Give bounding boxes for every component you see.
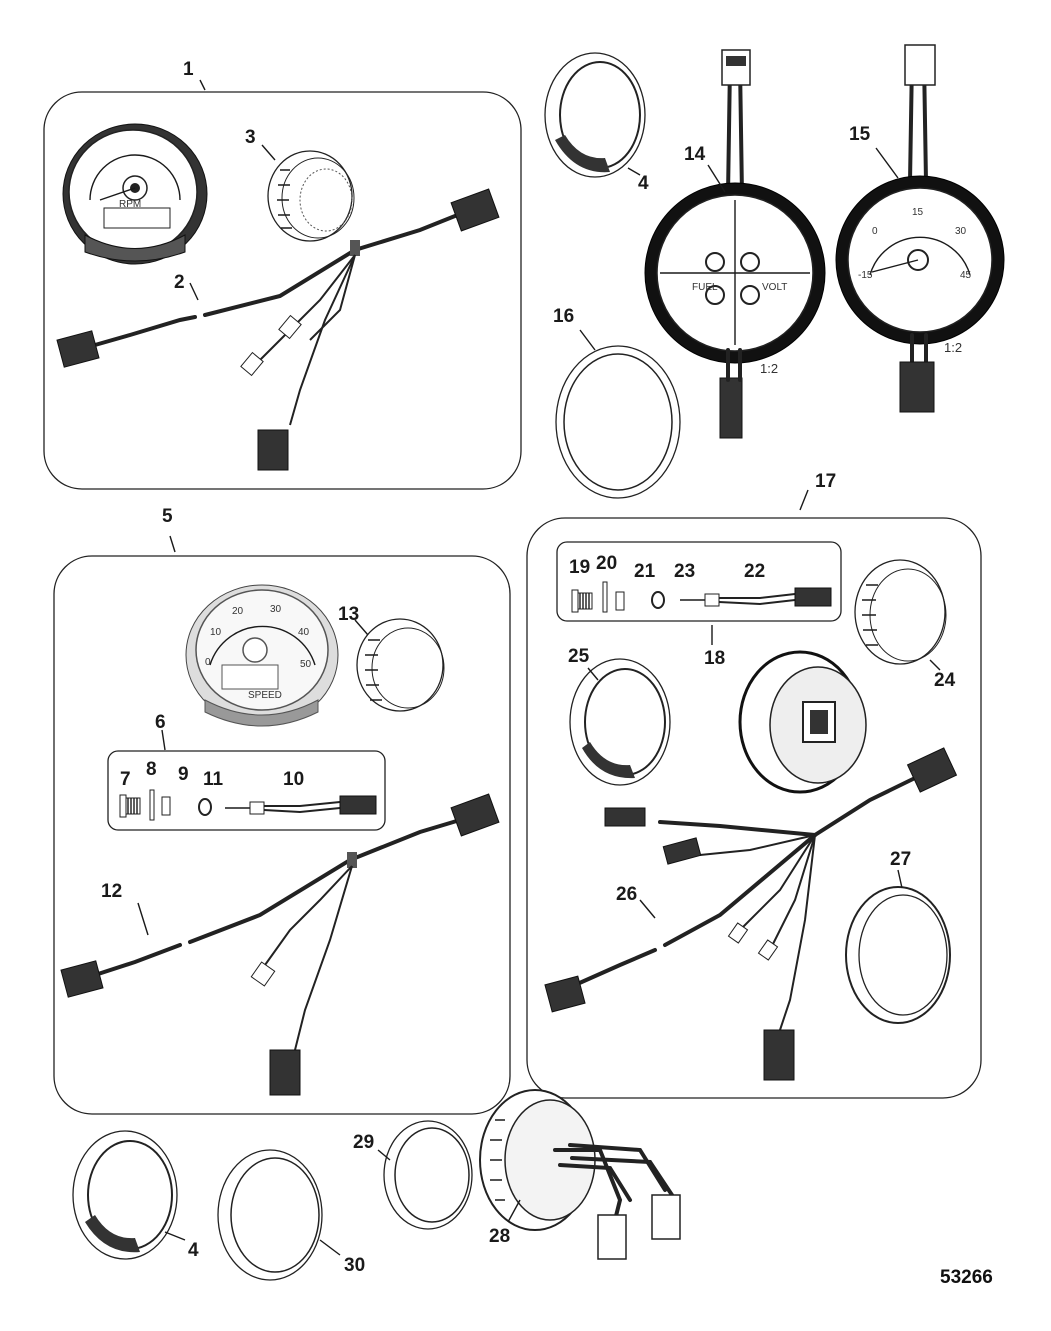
speed-tick-3: 30 <box>270 604 282 615</box>
callout-2: 2 <box>174 272 185 293</box>
wiring-harness-12 <box>60 793 500 1096</box>
g15-tick-3: 30 <box>955 226 967 237</box>
callout-25: 25 <box>568 646 590 667</box>
speed-label: SPEED <box>248 690 282 701</box>
nut-9 <box>161 796 171 816</box>
callout-18: 18 <box>704 648 725 669</box>
retaining-nut-24 <box>854 559 947 665</box>
callout-29: 29 <box>353 1132 374 1153</box>
group-17-kit: 17 18 19 20 21 23 22 24 <box>526 471 982 1099</box>
callout-4-top: 4 <box>638 173 649 194</box>
callout-21: 21 <box>634 561 656 582</box>
bezel-4-top <box>544 52 646 178</box>
speed-tick-2: 20 <box>232 606 244 617</box>
callout-16: 16 <box>553 306 574 327</box>
callout-14: 14 <box>684 144 706 165</box>
tach-rpm-label: RPM <box>119 199 141 210</box>
subkit-6-frame <box>107 750 386 831</box>
callout-27: 27 <box>890 849 911 870</box>
g15-tick-0: -15 <box>858 270 873 281</box>
wiring-harness-26 <box>544 747 958 1081</box>
callout-7: 7 <box>120 769 131 790</box>
callout-9: 9 <box>178 764 189 785</box>
wiring-harness-2 <box>56 188 500 471</box>
callout-15: 15 <box>849 124 871 145</box>
nut-21 <box>615 591 625 611</box>
callout-3: 3 <box>245 127 256 148</box>
callout-8: 8 <box>146 759 157 780</box>
washer-8 <box>149 789 155 821</box>
retaining-nut-3 <box>267 150 355 242</box>
group-1-kit: 1 RPM 3 <box>43 59 522 490</box>
group-17-frame <box>526 517 982 1099</box>
callout-26: 26 <box>616 884 637 905</box>
retaining-nut-13 <box>356 618 445 712</box>
callout-17: 17 <box>815 471 836 492</box>
group-5-frame <box>53 555 511 1115</box>
callout-30: 30 <box>344 1255 365 1276</box>
speed-tick-5: 50 <box>300 659 312 670</box>
trim-ring-16 <box>555 345 681 499</box>
callout-13: 13 <box>338 604 359 625</box>
callout-12: 12 <box>101 881 122 902</box>
tachometer-gauge: RPM <box>62 123 208 265</box>
gauge14-fuel-label: FUEL <box>692 282 718 293</box>
callout-5: 5 <box>162 506 173 527</box>
g15-tick-2: 15 <box>912 207 924 218</box>
gauge14-scale: 1:2 <box>760 361 778 376</box>
multi-gauge-14: FUEL VOLT 1:2 <box>644 49 826 439</box>
bezel-25 <box>569 658 671 786</box>
speed-tick-1: 10 <box>210 627 222 638</box>
speed-tick-4: 40 <box>298 627 310 638</box>
trim-ring-27 <box>845 886 951 1024</box>
bezel-4-bottom <box>72 1130 178 1260</box>
speed-tick-0: 0 <box>205 657 211 668</box>
subkit-18-frame <box>556 541 842 622</box>
sensor-10 <box>225 795 377 815</box>
fitting-7 <box>119 794 141 818</box>
callout-28: 28 <box>489 1226 510 1247</box>
callout-20: 20 <box>596 553 617 574</box>
speedometer-gauge: SPEED 0 10 20 30 40 50 <box>185 584 339 727</box>
gauge14-volt-label: VOLT <box>762 282 787 293</box>
callout-1: 1 <box>183 59 194 80</box>
o-ring-23 <box>651 591 665 609</box>
sensor-22 <box>680 587 832 607</box>
g15-tick-4: 45 <box>960 270 972 281</box>
trim-ring-29 <box>383 1120 473 1230</box>
callout-10: 10 <box>283 769 304 790</box>
trim-ring-30 <box>217 1149 323 1281</box>
gauge-housing-back <box>738 650 867 794</box>
callout-24: 24 <box>934 670 956 691</box>
reference-number: 53266 <box>940 1267 993 1288</box>
o-ring-11 <box>198 798 212 816</box>
fitting-19 <box>571 589 593 613</box>
callout-19: 19 <box>569 557 590 578</box>
gauge-15: -15 0 15 30 45 1:2 <box>835 44 1005 413</box>
washer-20 <box>602 581 608 613</box>
callout-22: 22 <box>744 561 765 582</box>
callout-6: 6 <box>155 712 166 733</box>
g15-tick-1: 0 <box>872 226 878 237</box>
callout-23: 23 <box>674 561 695 582</box>
callout-11: 11 <box>203 769 224 790</box>
group-1-frame <box>43 91 522 490</box>
group-5-kit: 5 SPEED 0 10 20 30 40 50 13 6 <box>53 506 511 1115</box>
gauge-housing-28 <box>479 1089 681 1260</box>
gauge15-scale: 1:2 <box>944 340 962 355</box>
callout-4-bottom: 4 <box>188 1240 199 1261</box>
